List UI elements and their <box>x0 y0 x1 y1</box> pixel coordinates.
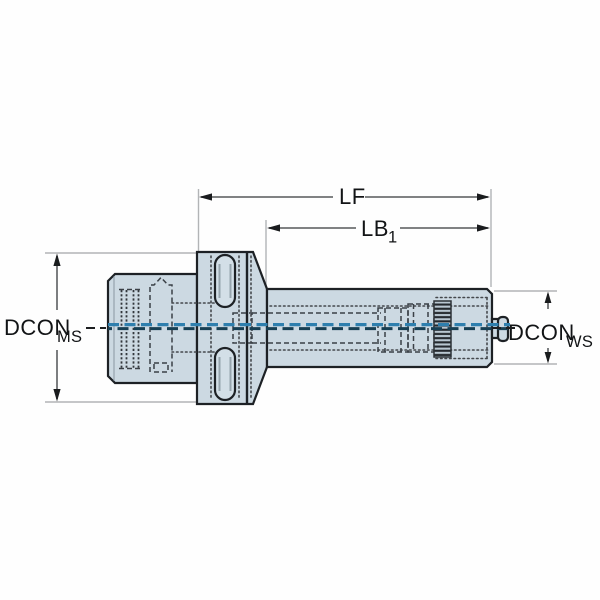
clamp-block-a-internal <box>384 308 402 352</box>
arrowhead-lf-left <box>199 193 212 201</box>
dcon-ms-label: DCON <box>4 315 71 340</box>
stud-outer-dotted <box>435 296 490 360</box>
dimension-lf: LF <box>199 184 490 209</box>
dcon-ws-subscript: WS <box>566 333 593 351</box>
dcon-ms-subscript: MS <box>57 328 82 346</box>
centerline <box>86 323 517 331</box>
arrowhead-ms-up <box>53 253 61 266</box>
thread-bounds <box>119 288 141 370</box>
coolant-tube-dashed <box>252 312 381 344</box>
internal-cavity-outline <box>149 276 173 372</box>
extension-lines <box>45 189 557 403</box>
arrowhead-ws-down <box>544 352 552 364</box>
lb1-subscript: 1 <box>388 229 397 247</box>
drive-slot-lower-shading <box>218 357 232 391</box>
arrowhead-lb1-left <box>267 224 280 232</box>
flange-slots <box>213 253 237 402</box>
lb1-label: LB <box>361 216 389 241</box>
lf-label: LF <box>339 184 366 209</box>
dimension-lb1: LB 1 <box>267 216 490 247</box>
drive-slot-lower <box>213 346 237 402</box>
arrowhead-ms-down <box>53 389 61 402</box>
dimension-dcon-ws: DCON WS <box>508 291 593 364</box>
drive-slot-upper <box>213 253 237 309</box>
arrowhead-ws-up <box>544 291 552 303</box>
dcon-ws-label: DCON <box>508 320 575 345</box>
drive-slot-upper-shading <box>218 264 232 298</box>
clamp-block-b-internal <box>412 304 429 352</box>
arrowhead-lf-right <box>477 193 490 201</box>
cavity-bottom-notch <box>153 362 169 373</box>
dimension-dcon-ms: DCON MS <box>4 253 82 402</box>
arrowhead-lb1-right <box>477 224 490 232</box>
